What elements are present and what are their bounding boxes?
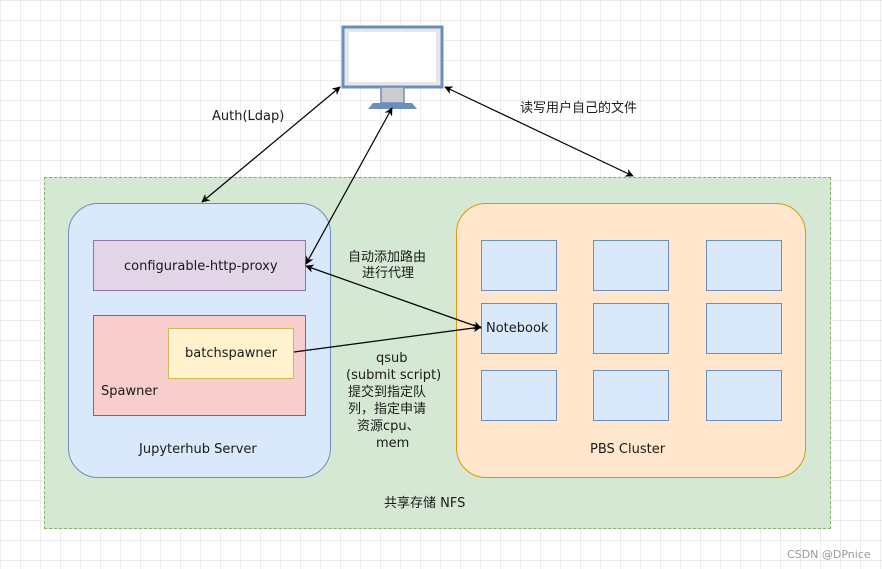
qsub-label-line: 资源cpu、 — [357, 419, 420, 434]
cluster-node — [706, 370, 782, 421]
cluster-node — [593, 303, 669, 354]
cluster-node — [593, 240, 669, 291]
cluster-node — [481, 370, 557, 421]
qsub-label-line: qsub — [376, 351, 408, 366]
monitor-icon — [341, 25, 444, 109]
notebook-label: Notebook — [486, 321, 549, 336]
files-label: 读写用户自己的文件 — [520, 101, 638, 116]
qsub-label-line: mem — [376, 436, 410, 451]
qsub-label-line: 提交到指定队 — [348, 385, 427, 400]
spawner-label: Spawner — [101, 384, 158, 399]
cluster-node — [706, 303, 782, 354]
files-arrow — [444, 86, 634, 177]
proxy-label: configurable-http-proxy — [124, 259, 278, 274]
auth-arrow — [201, 86, 341, 203]
cluster-node — [706, 240, 782, 291]
proxy-notebook-arrow — [305, 264, 482, 330]
qsub-arrow — [293, 323, 482, 353]
batchspawner-box — [168, 328, 294, 379]
pbs-cluster-label: PBS Cluster — [590, 442, 666, 457]
batchspawner-label: batchspawner — [185, 346, 277, 361]
monitor-proxy-arrow — [305, 107, 393, 265]
proxy-box — [93, 240, 306, 291]
watermark: CSDN @DPnice — [787, 548, 871, 561]
proxy-route-label-line1: 自动添加路由 — [348, 250, 427, 265]
qsub-label-line: (submit script) — [346, 368, 442, 383]
proxy-route-label-line2: 进行代理 — [362, 266, 415, 281]
cluster-node — [481, 240, 557, 291]
auth-label: Auth(Ldap) — [212, 109, 285, 124]
cluster-node — [593, 370, 669, 421]
nfs-label: 共享存储 NFS — [384, 496, 466, 511]
qsub-label-line: 列，指定申请 — [348, 402, 427, 417]
jupyterhub-server-label: Jupyterhub Server — [139, 442, 257, 457]
notebook-node — [481, 303, 557, 354]
